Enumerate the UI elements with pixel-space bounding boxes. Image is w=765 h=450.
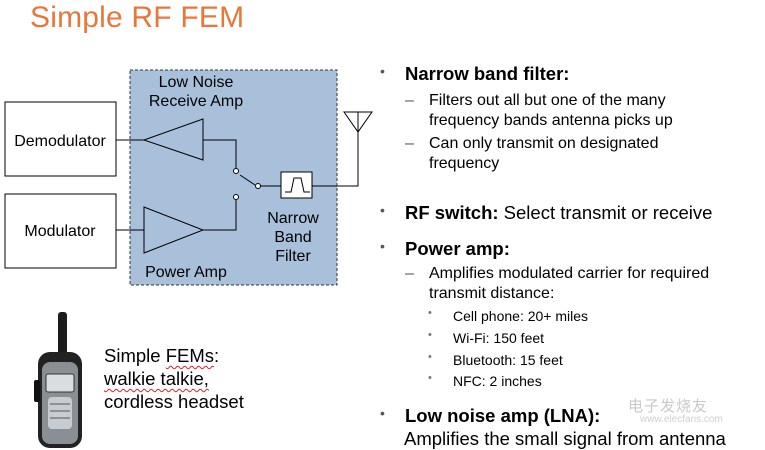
pa-label: Power Amp xyxy=(145,264,227,281)
subbullet-transmit-only-line1: Can only transmit on designated xyxy=(429,135,659,152)
caption-line-walkie: walkie talkie, xyxy=(104,368,209,389)
slide-title: Simple RF FEM xyxy=(30,1,245,34)
bullet-narrow-band-title: Narrow band filter: xyxy=(405,63,570,84)
subbullet-transmit-only-line2: frequency xyxy=(429,155,500,172)
bullet-rf-switch-text: Select transmit or receive xyxy=(503,202,713,223)
filter-label-line2: Band xyxy=(274,229,311,246)
lna-label-line2: Receive Amp xyxy=(149,93,243,110)
caption-line-cordless: cordless headset xyxy=(104,391,244,412)
bullet-lna-title: Low noise amp (LNA): xyxy=(405,405,601,426)
demodulator-label: Demodulator xyxy=(14,133,106,150)
watermark-logo-text: 电子发烧友 xyxy=(628,398,709,415)
watermark-url: www.elecfans.com xyxy=(640,414,723,425)
filter-label-line1: Narrow xyxy=(267,210,319,227)
modulator-box xyxy=(4,193,117,269)
subbullet-filters-out-line1: Filters out all but one of the many xyxy=(429,92,666,109)
switch-common-contact xyxy=(255,183,261,189)
caption-word-simple: Simple xyxy=(104,345,161,366)
walkie-talkie-caption: Simple FEMs: walkie talkie, cordless hea… xyxy=(104,345,244,412)
modulator-label: Modulator xyxy=(24,223,96,240)
demodulator-box xyxy=(4,101,117,177)
switch-contact-rx xyxy=(233,168,239,174)
lna-label-line1: Low Noise xyxy=(159,74,234,91)
subbullet-amplifies-carrier-line2: transmit distance: xyxy=(429,285,555,302)
caption-word-fems: FEMs xyxy=(165,345,215,366)
subbullet-filters-out-line2: frequency bands antenna picks up xyxy=(429,112,673,129)
bandpass-icon xyxy=(285,177,310,193)
signal-wires xyxy=(116,132,359,231)
walkie-talkie-image xyxy=(34,312,82,448)
bullet-lna-description: Amplifies the small signal from antenna xyxy=(404,428,726,449)
filter-label-line3: Filter xyxy=(275,248,311,265)
bullet-rf-switch-title: RF switch: xyxy=(405,202,499,223)
subbullet-amplifies-carrier-line1: Amplifies modulated carrier for required xyxy=(429,265,710,282)
switch-contact-tx xyxy=(233,194,239,200)
narrow-band-filter-box xyxy=(280,171,313,199)
bullet-power-amp-title: Power amp: xyxy=(405,238,510,259)
